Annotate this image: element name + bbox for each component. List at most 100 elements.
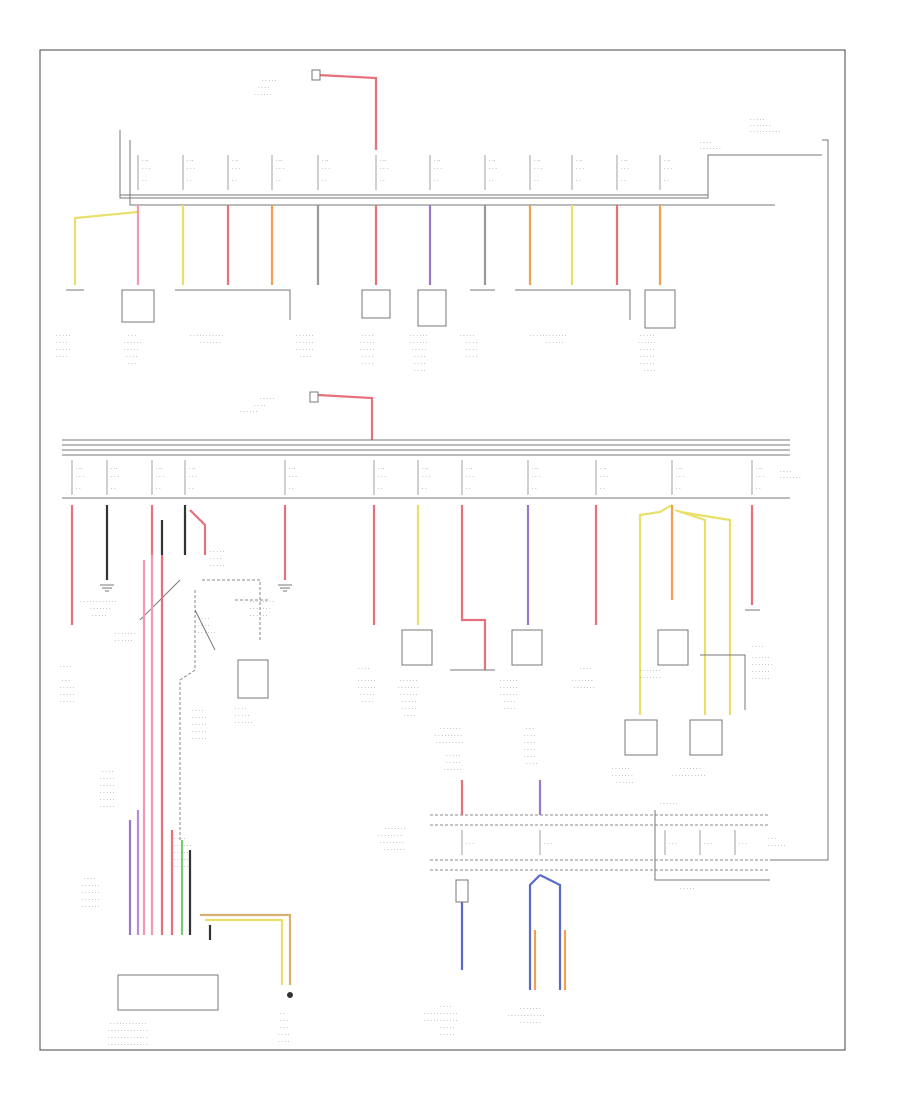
fuse: · ··· · ·· · xyxy=(571,155,584,190)
svg-text:· · · ·: · · · · xyxy=(126,354,138,360)
svg-text:· ··: · ·· xyxy=(576,158,583,164)
svg-text:· · ·: · · · xyxy=(526,726,534,732)
svg-text:· · · · ·: · · · · · xyxy=(640,333,655,339)
fuse: · ··· · ·· · xyxy=(284,460,297,495)
svg-text:· ··: · ·· xyxy=(621,158,628,164)
component-box xyxy=(624,719,658,756)
svg-text:· ·: · · xyxy=(621,178,626,184)
svg-text:· ·: · · xyxy=(489,178,494,184)
svg-text:· · · · ·: · · · · · xyxy=(360,692,375,698)
svg-text:· · · · ·: · · · · · xyxy=(360,340,375,346)
svg-text:· ··: · ·· xyxy=(756,466,763,472)
middle-power-feed: · · · · · · · · · · · · · · · xyxy=(240,391,374,440)
svg-text:· · · · · ·: · · · · · · xyxy=(254,92,272,98)
svg-text:· · · · · ·: · · · · · · xyxy=(198,630,216,636)
svg-text:· · · · · · ·: · · · · · · · xyxy=(115,631,136,637)
bottom-wires: · · · · · · ·· · · · · · · · ·· · · · · … xyxy=(424,726,567,1038)
svg-text:· · · · · ·: · · · · · · xyxy=(400,692,418,698)
svg-text:· · · · · ·: · · · · · · xyxy=(660,801,678,807)
fuse: · ··· · ·· · xyxy=(659,155,672,190)
svg-text:· · ·: · · · xyxy=(189,474,197,480)
svg-text:· · ·: · · · xyxy=(232,166,240,172)
fuse: · · · xyxy=(664,830,677,855)
svg-text:· · · · · ·: · · · · · · xyxy=(400,678,418,684)
svg-text:· · · · · ·: · · · · · · xyxy=(174,843,192,849)
svg-text:· ·: · · xyxy=(76,486,81,492)
svg-text:· · ·: · · · xyxy=(380,166,388,172)
component-box xyxy=(689,719,723,756)
top-components: · · · · ·· · · ·· · · · ·· · · · · · ·· … xyxy=(56,289,676,374)
svg-text:· · · ·: · · · · xyxy=(278,1032,290,1038)
svg-text:· · · · · · · · · · · · ·: · · · · · · · · · · · · · xyxy=(108,1035,148,1041)
svg-text:· ·: · · xyxy=(600,486,605,492)
svg-text:· ··: · ·· xyxy=(378,466,385,472)
svg-text:· · · · · · · · · · · · ·: · · · · · · · · · · · · · xyxy=(108,1028,148,1034)
svg-text:· · · · ·: · · · · · xyxy=(192,715,207,721)
svg-text:· · · ·: · · · · xyxy=(362,699,374,705)
svg-text:· · ·: · · · xyxy=(62,678,70,684)
svg-text:· ··: · ·· xyxy=(76,466,83,472)
svg-text:· · · ·: · · · · xyxy=(362,361,374,367)
svg-text:· · · · · · ·: · · · · · · · xyxy=(250,606,271,612)
svg-text:· · · ·: · · · · xyxy=(644,368,656,374)
svg-text:· ·: · · xyxy=(276,178,281,184)
top-drop-wires xyxy=(73,205,662,285)
svg-text:· · · · · · ·: · · · · · · · xyxy=(640,668,661,674)
svg-text:· · · ·: · · · · xyxy=(56,354,68,360)
svg-text:· · · · ·: · · · · · xyxy=(402,706,417,712)
svg-text:· · · · ·: · · · · · xyxy=(60,692,75,698)
bottom-fuse-row: · · · · · · · · · · · · · · · xyxy=(461,830,747,855)
svg-text:· · · · · ·: · · · · · · xyxy=(444,767,462,773)
svg-text:· · ·: · · · xyxy=(576,166,584,172)
svg-text:· · · ·: · · · · xyxy=(60,664,72,670)
svg-text:· · · ·: · · · · xyxy=(526,761,538,767)
svg-text:· ··: · ·· xyxy=(142,158,149,164)
svg-text:· · · ·: · · · · xyxy=(192,708,204,714)
svg-text:· · · · · ·: · · · · · · xyxy=(174,850,192,856)
svg-text:· ·: · · xyxy=(280,1011,285,1017)
svg-text:· · · · · · · ·: · · · · · · · · xyxy=(250,599,274,605)
svg-text:· · ·: · · · xyxy=(466,841,474,847)
svg-text:· · · · ·: · · · · · xyxy=(446,760,461,766)
fuse: · ··· · ·· · xyxy=(106,460,119,495)
svg-text:· · · · ·: · · · · · xyxy=(402,699,417,705)
svg-text:· · · ·: · · · · xyxy=(362,333,374,339)
svg-text:· · · · ·: · · · · · xyxy=(680,886,695,892)
fuse: · · · xyxy=(699,830,712,855)
svg-text:· · · · · ·: · · · · · · xyxy=(174,857,192,863)
fuse: · ··· · ·· · xyxy=(317,155,330,190)
svg-text:· · · ·: · · · · xyxy=(524,733,536,739)
fuse: · ··· · ·· · xyxy=(375,155,388,190)
svg-text:· ·: · · xyxy=(156,486,161,492)
svg-text:· · · · ·: · · · · · xyxy=(412,347,427,353)
svg-text:· ··: · ·· xyxy=(434,158,441,164)
svg-text:· · · · · · · · · · · ·: · · · · · · · · · · · · xyxy=(80,599,117,605)
svg-text:· · · ·: · · · · xyxy=(440,1004,452,1010)
top-fuse-row: · ··· · ·· · · ··· · ·· · · ··· · ·· · ·… xyxy=(137,155,672,190)
svg-text:· ·: · · xyxy=(664,178,669,184)
fuse: · · · xyxy=(461,830,474,855)
svg-text:· ··: · ·· xyxy=(380,158,387,164)
svg-text:· · · ·: · · · · xyxy=(278,1039,290,1045)
svg-text:· ·: · · xyxy=(434,178,439,184)
svg-text:· · · ·: · · · · xyxy=(524,754,536,760)
svg-text:· · · · · · · · · · · ·: · · · · · · · · · · · · xyxy=(508,1013,545,1019)
svg-text:· · · · ·: · · · · · xyxy=(124,347,139,353)
fuse: · ··· · ·· · xyxy=(417,460,430,495)
svg-text:· · · ·: · · · · xyxy=(84,876,96,882)
svg-text:· ·: · · xyxy=(189,486,194,492)
svg-text:· · ·: · · · xyxy=(378,474,386,480)
fuse: · ··· · ·· · xyxy=(182,155,195,190)
svg-text:· · · · · · · · · · · ·: · · · · · · · · · · · · xyxy=(110,1021,147,1027)
ground-symbol xyxy=(287,992,293,998)
svg-text:· · · · · · · · · · ·: · · · · · · · · · · · xyxy=(424,1011,458,1017)
middle-components: · · · ·· · ·· · · · ·· · · · ·· · · · · … xyxy=(60,549,773,840)
svg-text:· · · · · · ·: · · · · · · · xyxy=(750,123,771,129)
svg-text:· · ·: · · · xyxy=(76,474,84,480)
svg-text:· · · · · ·: · · · · · · xyxy=(616,780,634,786)
svg-text:· · ·: · · · xyxy=(544,841,552,847)
svg-text:· · · ·: · · · · xyxy=(524,740,536,746)
svg-text:· · ·: · · · xyxy=(756,474,764,480)
svg-text:· · · · ·: · · · · · xyxy=(100,783,115,789)
